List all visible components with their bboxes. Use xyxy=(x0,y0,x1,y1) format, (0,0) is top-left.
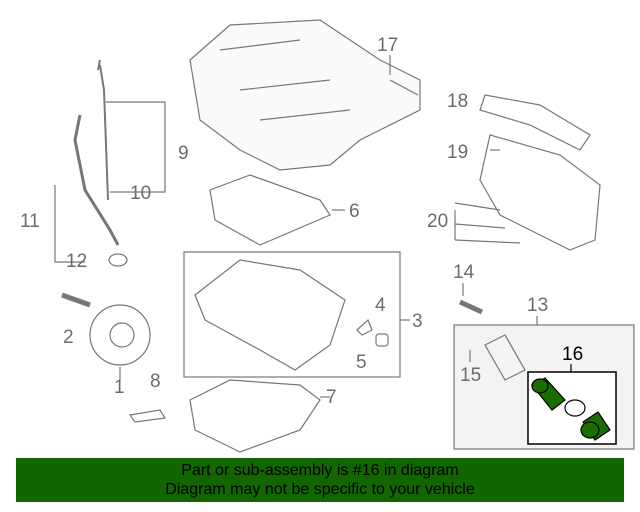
leader-9 xyxy=(106,101,166,193)
info-banner: Part or sub-assembly is #16 in diagram D… xyxy=(16,458,624,502)
banner-line-2: Diagram may not be specific to your vehi… xyxy=(165,481,475,498)
leader-11 xyxy=(54,185,85,263)
crankshaft-pulley-part xyxy=(89,304,151,366)
intake-gasket-part-18 xyxy=(479,94,591,151)
callout-12: 12 xyxy=(66,251,88,272)
callout-2: 2 xyxy=(63,327,74,348)
callout-10: 10 xyxy=(130,183,152,204)
callout-14: 14 xyxy=(453,262,475,283)
callout-5: 5 xyxy=(356,352,367,373)
intake-manifold-part xyxy=(189,19,421,171)
callout-20: 20 xyxy=(427,211,449,232)
callout-17: 17 xyxy=(377,35,399,56)
upper-oil-pan-part xyxy=(194,259,346,371)
callout-3: 3 xyxy=(412,311,423,332)
callout-11: 11 xyxy=(20,211,40,232)
intake-manifold-lower-part xyxy=(479,134,601,251)
washer-part-5 xyxy=(356,318,373,336)
lower-oil-pan-part xyxy=(189,379,321,453)
callout-13: 13 xyxy=(527,295,549,316)
bolt-part-2 xyxy=(61,292,91,308)
callout-4: 4 xyxy=(375,295,386,316)
callout-1: 1 xyxy=(114,377,125,398)
callout-9: 9 xyxy=(178,143,189,164)
callout-7: 7 xyxy=(326,387,337,408)
bolt-part-14 xyxy=(458,299,484,315)
dipstick-part xyxy=(97,59,109,201)
seal-ring-12 xyxy=(108,253,128,267)
callout-18: 18 xyxy=(447,91,469,112)
oil-filter-part-16 xyxy=(531,377,611,441)
callout-16: 16 xyxy=(562,344,584,365)
plug-part-4 xyxy=(375,333,389,347)
oil-filter-housing-part xyxy=(484,334,526,381)
sealant-part-8 xyxy=(128,409,167,423)
dipstick-tube-part xyxy=(73,114,120,246)
banner-line-1: Part or sub-assembly is #16 in diagram xyxy=(181,462,459,479)
box-3 xyxy=(183,251,401,378)
callout-19: 19 xyxy=(447,142,469,163)
callout-15: 15 xyxy=(460,365,482,386)
callout-8: 8 xyxy=(150,371,161,392)
callout-6: 6 xyxy=(349,201,360,222)
oil-pan-gasket-part xyxy=(209,174,331,246)
